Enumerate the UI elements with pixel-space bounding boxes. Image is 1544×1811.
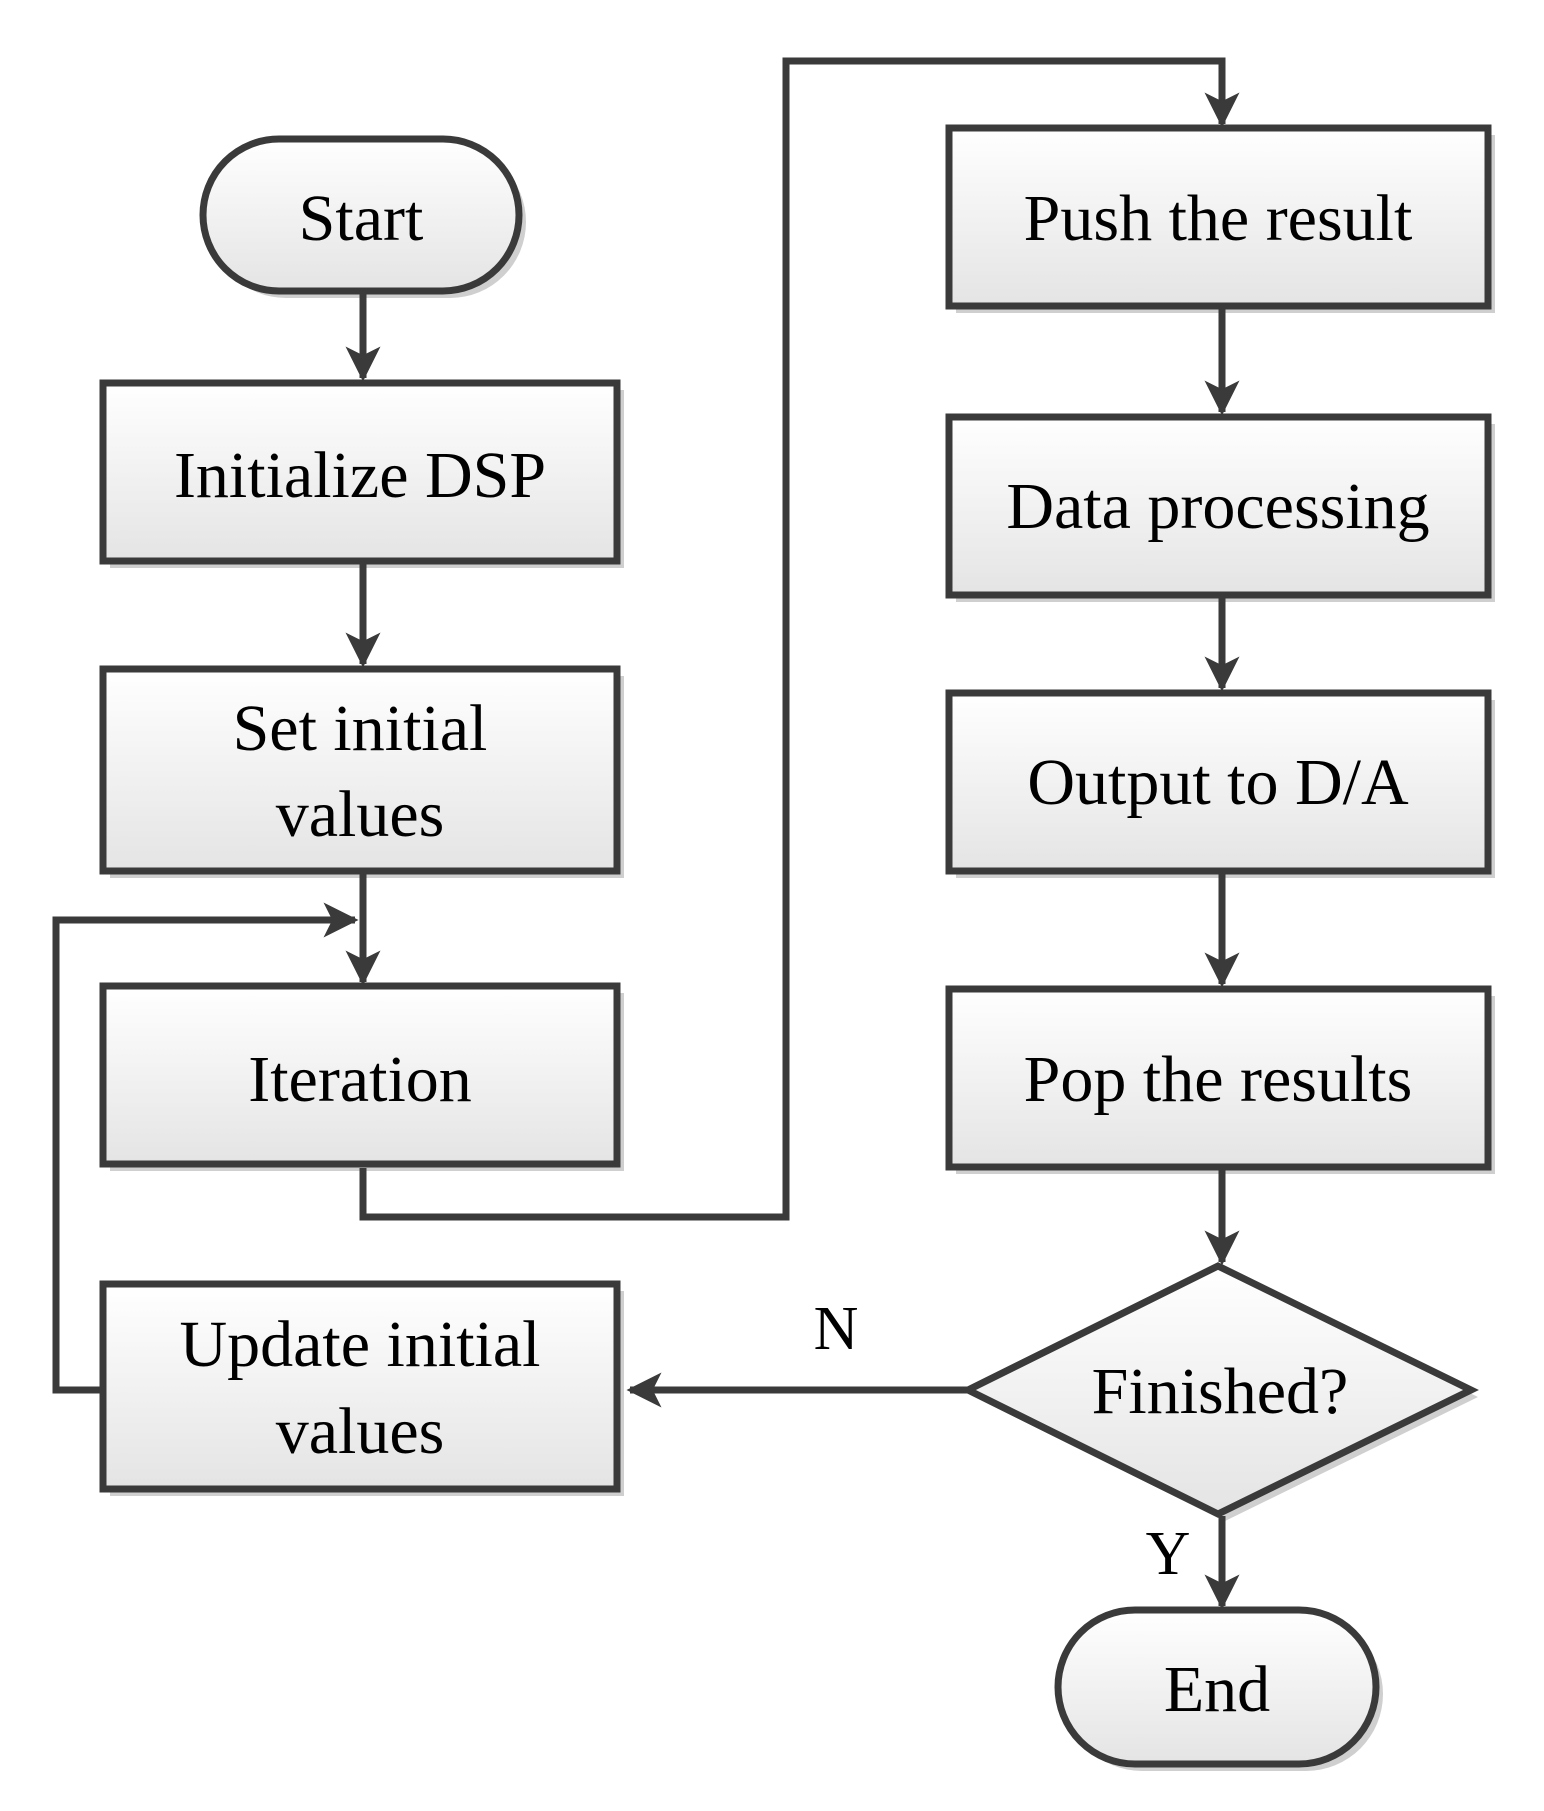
init-dsp-node: Initialize DSP bbox=[99, 379, 621, 565]
pop-results-label: Pop the results bbox=[1024, 1043, 1413, 1116]
data-processing-label: Data processing bbox=[1006, 470, 1429, 543]
edge-label-yes: Y bbox=[1146, 1520, 1191, 1588]
push-result-node: Push the result bbox=[945, 124, 1492, 310]
update-initial-node: Update initial values bbox=[99, 1280, 621, 1493]
start-node: Start bbox=[199, 135, 523, 295]
output-da-node: Output to D/A bbox=[945, 689, 1492, 875]
output-da-label: Output to D/A bbox=[1027, 746, 1409, 819]
end-label: End bbox=[1164, 1653, 1270, 1726]
edge-label-no: N bbox=[814, 1295, 859, 1363]
set-initial-node: Set initial values bbox=[99, 665, 621, 875]
update-initial-label-line1: Update initial bbox=[179, 1308, 540, 1381]
finished-decision-node: Finished? bbox=[960, 1262, 1479, 1518]
data-processing-node: Data processing bbox=[945, 413, 1492, 599]
push-result-label: Push the result bbox=[1024, 182, 1413, 255]
finished-label: Finished? bbox=[1092, 1355, 1349, 1428]
update-initial-label-line2: values bbox=[276, 1395, 445, 1468]
set-initial-label-line1: Set initial bbox=[233, 692, 488, 765]
connector-update-loop-back bbox=[52, 902, 359, 1394]
iteration-label: Iteration bbox=[248, 1043, 472, 1116]
connectors bbox=[52, 57, 1240, 1610]
init-dsp-label: Initialize DSP bbox=[174, 439, 546, 512]
end-node: End bbox=[1054, 1606, 1380, 1768]
iteration-node: Iteration bbox=[99, 982, 621, 1168]
set-initial-label-line2: values bbox=[276, 778, 445, 851]
start-label: Start bbox=[299, 182, 424, 255]
connector-iteration-to-push bbox=[359, 57, 1240, 1221]
pop-results-node: Pop the results bbox=[945, 985, 1492, 1171]
